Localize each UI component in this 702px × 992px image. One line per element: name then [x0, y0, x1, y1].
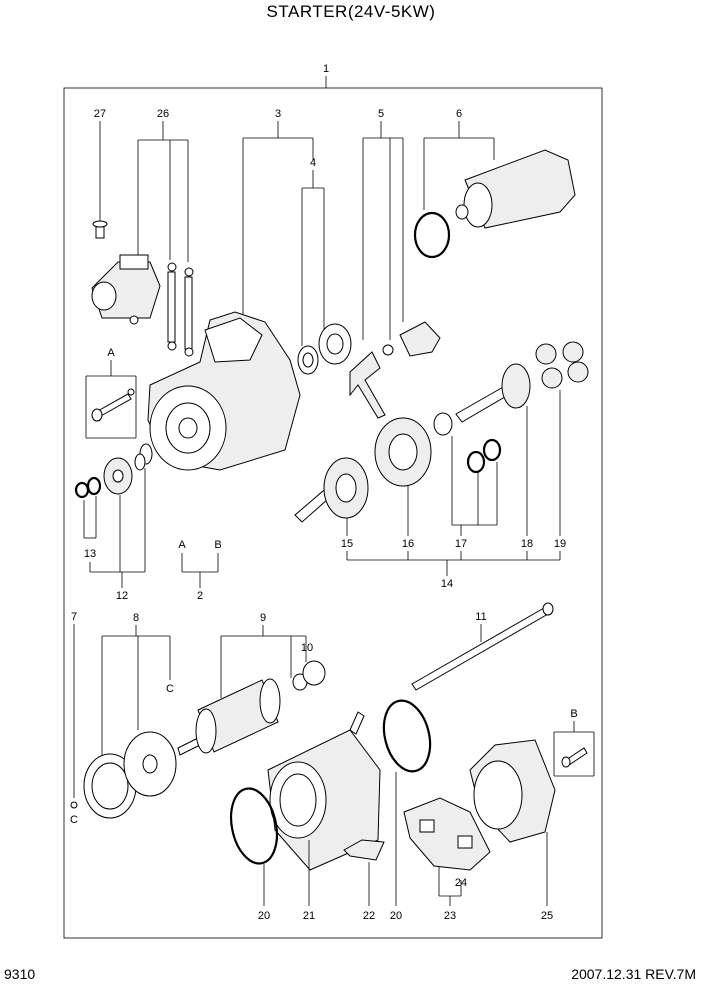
- ref-c-armature: C: [166, 683, 174, 695]
- callout-21: 21: [303, 910, 315, 922]
- gear-housing: [374, 417, 432, 487]
- callout-3: 3: [275, 108, 281, 120]
- callout-13: 13: [84, 548, 96, 560]
- callout-1: 1: [323, 63, 329, 75]
- callout-22: 22: [363, 910, 375, 922]
- callout-10: 10: [301, 642, 313, 654]
- ref-c-left: C: [70, 814, 78, 826]
- callout-20-right: 20: [390, 910, 402, 922]
- callout-17: 17: [455, 538, 467, 550]
- planet-gears: [535, 341, 589, 389]
- callout-11: 11: [475, 611, 486, 623]
- assembly-frame: [63, 87, 603, 939]
- ref-b: B: [214, 539, 221, 551]
- washer-17: [433, 412, 453, 436]
- callout-4: 4: [310, 157, 316, 169]
- callout-14: 14: [441, 578, 453, 590]
- small-ball: [70, 801, 78, 809]
- callout-18: 18: [521, 538, 533, 550]
- callout-15: 15: [341, 538, 353, 550]
- o-ring-right: [382, 699, 432, 773]
- callout-20-left: 20: [258, 910, 270, 922]
- callout-5: 5: [378, 108, 384, 120]
- callout-16: 16: [402, 538, 414, 550]
- magnetic-switch: [455, 149, 576, 229]
- callout-27: 27: [94, 108, 106, 120]
- end-cover: [469, 739, 556, 843]
- washer-8a: [83, 753, 137, 819]
- planet-shaft: [455, 363, 531, 423]
- bolt-part: [91, 388, 135, 422]
- callout-6: 6: [456, 108, 462, 120]
- armature-part: [177, 660, 326, 756]
- clip-17b: [482, 438, 502, 462]
- callout-19: 19: [554, 538, 566, 550]
- callout-9: 9: [260, 612, 266, 624]
- lead-wire-2: [184, 267, 194, 357]
- revision-date: 2007.12.31 REV.7M: [571, 966, 696, 982]
- ref-a-bolt: A: [107, 347, 115, 359]
- snap-ring-6: [413, 211, 451, 259]
- yoke-part: [267, 711, 381, 871]
- bearing-part: [297, 323, 352, 375]
- pinion-gear: [103, 457, 133, 495]
- brush-holder: [403, 797, 491, 871]
- callout-8: 8: [133, 612, 139, 624]
- o-ring-left: [229, 787, 279, 865]
- ring-13a: [74, 481, 90, 499]
- callout-12: 12: [116, 590, 128, 602]
- clip-17a: [466, 450, 486, 474]
- callout-23: 23: [444, 910, 456, 922]
- page-number: 9310: [4, 966, 36, 982]
- ref-a: A: [178, 539, 186, 551]
- through-bolt: [411, 602, 554, 691]
- callout-26: 26: [157, 108, 169, 120]
- shift-lever: [349, 321, 441, 419]
- ring-13b: [86, 476, 102, 496]
- callout-7: 7: [71, 611, 77, 623]
- page-title: STARTER(24V-5KW): [266, 2, 436, 21]
- ref-b-right: B: [570, 708, 577, 720]
- drive-housing: [147, 311, 301, 471]
- washer-8b: [123, 731, 177, 797]
- callout-24: 24: [455, 877, 467, 889]
- callout-25: 25: [541, 910, 553, 922]
- cover-screw: [561, 747, 588, 768]
- terminal-part: [343, 839, 385, 861]
- callout-2: 2: [197, 590, 203, 602]
- lead-wire-1: [167, 262, 177, 351]
- relay-part: [91, 254, 161, 325]
- screw-part: [92, 220, 108, 239]
- clutch-shaft: [294, 457, 369, 523]
